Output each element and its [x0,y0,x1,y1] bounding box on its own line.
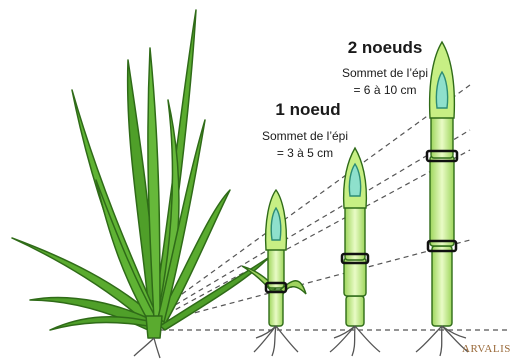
stem-stage-1-node [242,190,306,326]
roots-leafy-plant [134,338,160,358]
stage-2-caption-line2: = 6 à 10 cm [318,83,452,97]
stage-1-title: 1 noeud [258,100,358,120]
stage2-stem-middle [430,156,454,246]
stem-stage-1-node-taller [342,148,368,326]
stage2-stem-lower [432,246,452,326]
stage-2-caption-line1: Sommet de l’épi [318,66,452,80]
roots [134,326,468,358]
plant-base [146,316,162,338]
leaf-12 [50,317,152,330]
stage-2-title: 2 noeuds [330,38,440,58]
arvalis-logo: ARVALIS [462,343,511,355]
stage1b-stem-lower [346,296,364,326]
stage1b-stem-upper [345,204,365,260]
leafy-wheat-plant [12,10,268,338]
roots-stage1b [330,326,380,356]
stage1-stem-lower [269,290,283,326]
stage-1-caption-line2: = 3 à 5 cm [240,146,370,160]
stage-1-caption-line1: Sommet de l’épi [240,129,370,143]
guide-node-lower [160,240,470,322]
